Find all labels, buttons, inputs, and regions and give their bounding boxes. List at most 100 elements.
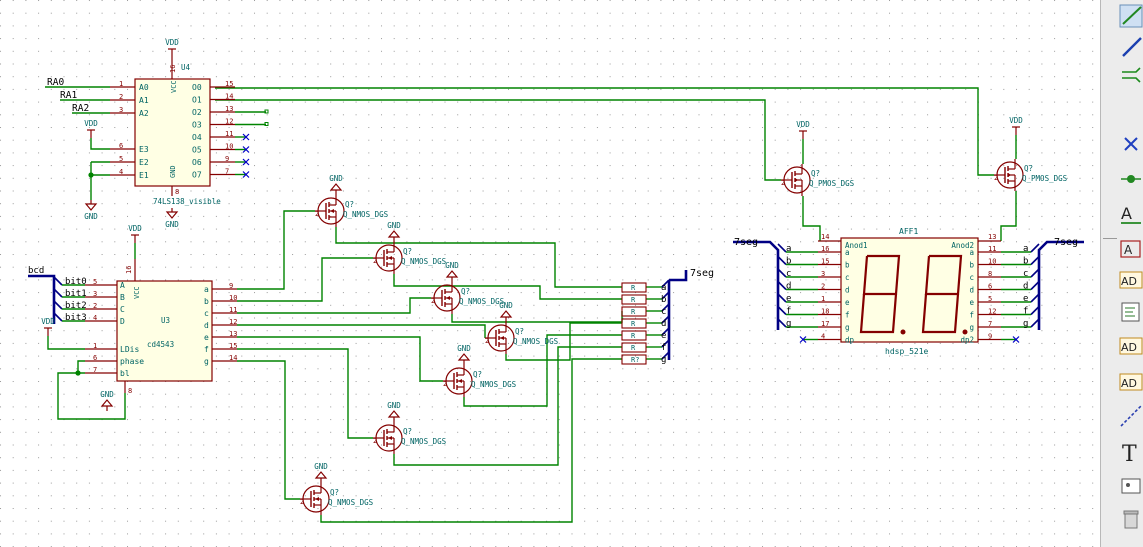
pin-name: dp (845, 336, 855, 345)
gnd-symbol (457, 353, 471, 361)
graphic-line-tool-icon[interactable] (1119, 402, 1143, 430)
bus-wire (669, 270, 688, 282)
pin-number: 5 (119, 155, 123, 163)
pin-name: e (845, 298, 850, 307)
pin-number: 7 (225, 168, 229, 176)
pin-name: Anod1 (845, 241, 868, 250)
text-layer: U474LS138_visible16VCCVDDGND8GNDA01A12A2… (28, 38, 1078, 507)
pin-number: 13 (229, 330, 237, 338)
drain-wire (335, 227, 622, 288)
net-label: bit3 (65, 313, 87, 323)
pin-name: a (204, 285, 209, 294)
delete-tool-icon[interactable] (1119, 505, 1143, 533)
global-label-tool-icon[interactable]: A (1119, 235, 1143, 263)
wire-tool-icon[interactable] (1119, 32, 1143, 60)
pin-name: d (845, 286, 850, 295)
wire (215, 99, 781, 181)
svg-text:A: A (1121, 204, 1132, 223)
gnd-symbol (387, 410, 401, 418)
ic-ref: U3 (161, 316, 170, 325)
bus-entry (53, 312, 63, 322)
gnd-label: GND (165, 220, 179, 229)
select-tool-icon[interactable] (1119, 2, 1143, 30)
transistor-arrow (458, 379, 462, 383)
image-tool-icon[interactable] (1119, 472, 1143, 500)
pin-name: phase (120, 357, 144, 366)
gnd-symbol (499, 310, 513, 318)
text-tool-icon[interactable]: T (1119, 438, 1143, 466)
wire (1000, 191, 1017, 241)
pin-number: 2 (821, 283, 825, 291)
gnd-label: GND (84, 212, 98, 221)
resistor (621, 318, 647, 329)
net-label: d (786, 282, 791, 292)
pin-name: O2 (192, 108, 202, 117)
transistor-value: Q_NMOS_DGS (459, 297, 505, 306)
net-label: bcd (28, 266, 44, 276)
drain-wire (505, 322, 622, 361)
gnd-label: GND (387, 401, 401, 410)
resistor (621, 330, 647, 341)
hier-sheet-tool-icon[interactable] (1119, 298, 1143, 326)
bus-entry (1030, 305, 1040, 316)
pin-number: 4 (93, 314, 97, 322)
pin-name: O0 (192, 83, 202, 92)
transistor-arrow (1008, 173, 1011, 177)
pin-number: 6 (988, 283, 992, 291)
pin-number: 15 (821, 258, 829, 266)
net-label: d (1023, 282, 1028, 292)
pin-number: 1 (93, 342, 97, 350)
pin-name: f (845, 311, 850, 320)
pin-number: 7 (93, 366, 97, 374)
bus-wire (1037, 240, 1084, 330)
pin-number: 4 (119, 168, 123, 176)
pin-number: 15 (229, 342, 237, 350)
pin-name: GND (169, 165, 177, 178)
bus-entry (777, 305, 787, 316)
bus-tool-icon[interactable] (1119, 62, 1143, 90)
no-connect-flag (799, 336, 807, 343)
pin-name: b (204, 297, 209, 306)
no-connect-tool-icon[interactable] (1119, 130, 1143, 158)
pin-number: 11 (229, 306, 237, 314)
import-pin-tool-icon[interactable]: AD (1119, 368, 1143, 396)
pin-number: 16 (821, 245, 829, 253)
bus-entry (53, 276, 63, 286)
pin-number: 5 (93, 278, 97, 286)
vdd-label: VDD (41, 317, 55, 326)
pin-number: 8 (175, 188, 179, 196)
net-label: 7seg (1054, 237, 1078, 248)
schematic-sheet[interactable]: U474LS138_visible16VCCVDDGND8GNDA01A12A2… (0, 0, 1100, 547)
pin-number: 8 (988, 270, 992, 278)
hier-pin-tool-icon[interactable]: AD (1119, 332, 1143, 360)
resistor-ref: R? (631, 356, 639, 364)
gate-wire (237, 257, 373, 302)
wire (77, 360, 85, 374)
bus-entry (1030, 268, 1040, 278)
pin-number: 2 (373, 437, 377, 445)
hier-label-tool-icon[interactable]: AD (1119, 266, 1143, 294)
pin-name: f (204, 345, 209, 354)
pin-name: f (969, 311, 974, 320)
bus-entry (1030, 280, 1040, 291)
pin-name: E1 (139, 171, 149, 180)
bus-entry (777, 268, 787, 278)
bus-entry (1030, 318, 1040, 328)
digit-segments (859, 293, 898, 334)
transistor-ref: Q? (1024, 164, 1033, 173)
pin-number: 15 (225, 80, 233, 88)
vdd-label: VDD (1009, 116, 1023, 125)
pin-name: c (845, 273, 850, 282)
pin-number: 6 (93, 354, 97, 362)
pin-name: b (845, 261, 850, 270)
pin-number: 1 (119, 80, 123, 88)
pin-number: 12 (229, 318, 237, 326)
net-label-tool-icon[interactable]: A (1119, 200, 1143, 228)
drain-wire (393, 346, 622, 466)
pin-number: 17 (821, 320, 829, 328)
junction-tool-icon[interactable] (1119, 165, 1143, 193)
pin-number: 11 (988, 245, 996, 253)
wire (802, 196, 821, 241)
